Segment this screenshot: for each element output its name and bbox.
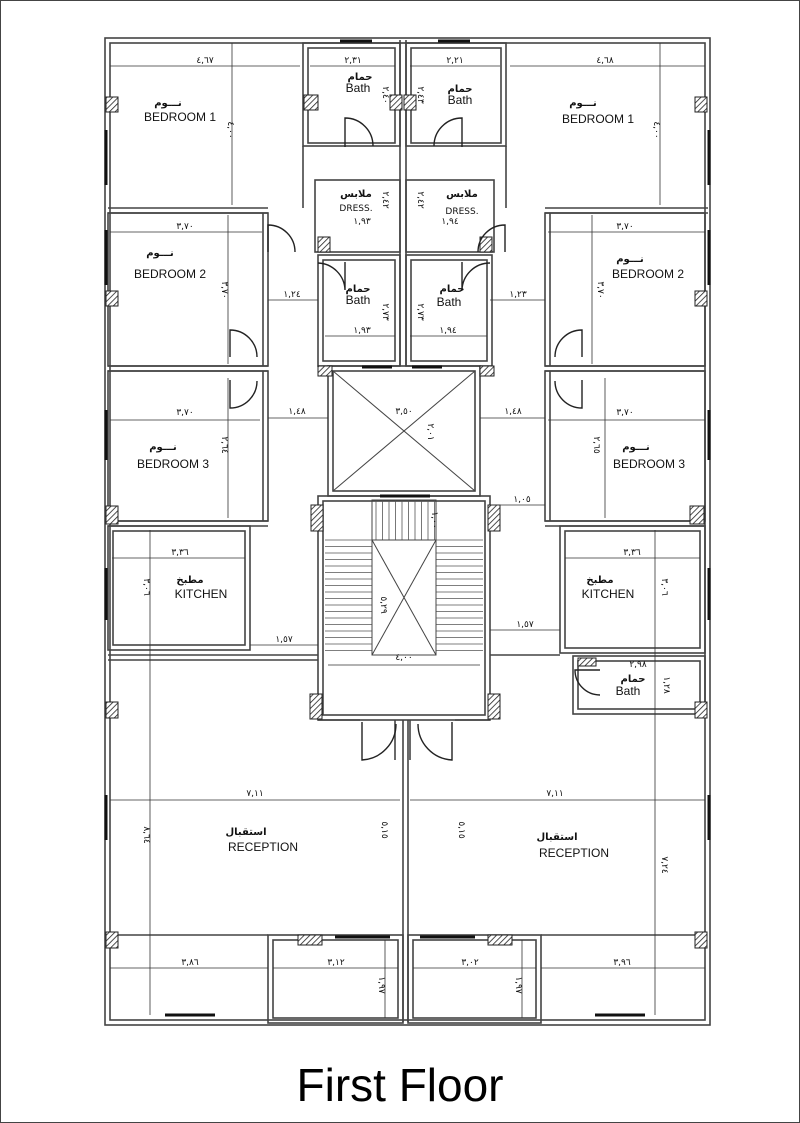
dimension-label: ٢,٤٢ — [380, 191, 390, 209]
room-label-en: Bath — [616, 684, 641, 698]
dimension-label: ٢,٧٣ — [415, 303, 425, 321]
room-label-ar: حمام — [346, 284, 371, 295]
room-label-en: BEDROOM 1 — [562, 112, 634, 126]
dimension-label: ٥,٢٩ — [378, 596, 388, 614]
walls — [104, 37, 711, 1026]
room-label-ar: نـــوم — [622, 442, 650, 453]
dimension-label: ٢,٢١ — [446, 56, 463, 66]
dimension-label: ١,٩٧ — [513, 976, 523, 994]
dimension-label: ٣,٥٠ — [395, 407, 412, 417]
room-label-en: KITCHEN — [582, 587, 635, 601]
room-label-ar: نـــوم — [569, 98, 597, 109]
room-label-en: DRESS. — [339, 204, 372, 214]
dimension-label: ٢,٦٤ — [219, 436, 229, 454]
dimension-label: ١,٩٧ — [376, 976, 386, 994]
dimension-label: ٣,٧٠ — [616, 222, 633, 232]
dimension-label: ٣,٣٦ — [623, 548, 641, 558]
dimension-label: ٤,٦٧ — [196, 56, 214, 66]
room-label-ar: حمام — [348, 72, 373, 83]
dimension-label: ١,٠٠ — [429, 511, 439, 528]
dimension-label: ٧,١١ — [546, 789, 563, 799]
dimension-label: ١,٢٣ — [509, 290, 527, 300]
dimension-labels: ٤,٦٧ ٢,٣١ ٢,٢١ ٤,٦٨ ٤,٠٠ ٤,٠٠ ٢,٤٠ ٢,٤٣ … — [141, 56, 671, 994]
room-label-ar: حمام — [440, 284, 465, 295]
room-labels: نـــوم BEDROOM 1 حمام Bath حمام Bath نــ… — [134, 72, 685, 860]
dimension-label: ٣,٧٠ — [219, 281, 229, 298]
dimension-label: ٣,٩٦ — [613, 958, 631, 968]
doors — [229, 117, 601, 761]
dimension-label: ٧,٢٤ — [659, 856, 669, 874]
dimension-label: ٢,٧٣ — [380, 303, 390, 321]
room-label-en: BEDROOM 2 — [612, 267, 684, 281]
page-title: First Floor — [296, 1059, 504, 1111]
room-label-ar: نـــوم — [616, 254, 644, 265]
room-label-ar: استقبال — [536, 832, 577, 843]
room-label-ar: مطبخ — [586, 575, 613, 586]
dimension-label: ٥,١٥ — [456, 821, 466, 839]
dimension-label: ٢,٤٣ — [415, 86, 425, 104]
dimension-label: ١,٩٤ — [441, 217, 459, 227]
room-label-ar: نـــوم — [146, 248, 174, 259]
dimension-label: ٣,٠٦ — [141, 578, 151, 596]
dimension-label: ١,٢٤ — [283, 290, 301, 300]
room-label-en: RECEPTION — [539, 846, 609, 860]
dimension-label: ٢,٤٠ — [380, 86, 390, 103]
dimension-label: ١,٥٧ — [516, 620, 534, 630]
room-label-ar: ملابس — [446, 189, 478, 200]
dimension-label: ٣,٠٦ — [659, 578, 669, 596]
staircase — [325, 500, 483, 651]
room-label-en: BEDROOM 3 — [137, 457, 209, 471]
room-label-en: Bath — [346, 81, 371, 95]
room-label-ar: مطبخ — [176, 575, 203, 586]
dimension-label: ٧,١١ — [246, 789, 263, 799]
room-label-en: Bath — [448, 93, 473, 107]
room-label-en: BEDROOM 1 — [144, 110, 216, 124]
dimension-label: ٣,٧٠ — [595, 281, 605, 298]
dimension-label: ١,٤٨ — [504, 407, 522, 417]
room-label-ar: حمام — [621, 674, 646, 685]
dimension-label: ٣,٣٦ — [171, 548, 189, 558]
dimension-label: ٢,٦٥ — [591, 436, 601, 454]
room-label-en: KITCHEN — [175, 587, 228, 601]
dimension-label: ١,٥٧ — [275, 635, 293, 645]
dimension-label: ٤,٠٠ — [225, 121, 235, 138]
room-label-ar: ملابس — [340, 189, 372, 200]
dimension-label: ٣,١٢ — [327, 958, 345, 968]
dimension-label: ٣,٠٢ — [461, 958, 479, 968]
room-label-ar: نـــوم — [154, 98, 182, 109]
dimension-label: ١,٩٤ — [439, 326, 457, 336]
void-cross — [332, 370, 476, 656]
dimension-label: ٣,٧٠ — [176, 408, 193, 418]
windows — [104, 39, 711, 1017]
room-label-en: BEDROOM 3 — [613, 457, 685, 471]
dimension-label: ٤,٠٠ — [651, 121, 661, 138]
dimension-label: ٤,٦٨ — [596, 56, 614, 66]
dimension-label: ٢,٩٨ — [629, 660, 647, 670]
room-label-ar: حمام — [448, 84, 473, 95]
dimension-label: ٢,٤٢ — [415, 191, 425, 209]
dimension-label: ٤,٠٠ — [395, 653, 412, 663]
room-label-en: Bath — [346, 293, 371, 307]
room-label-ar: نـــوم — [149, 442, 177, 453]
dimension-label: ١,٩٣ — [353, 326, 371, 336]
dimension-label: ٢,٠١ — [425, 423, 435, 440]
room-label-ar: استقبال — [225, 827, 266, 838]
dimension-label: ٢,٣١ — [344, 56, 361, 66]
dimension-lines — [110, 43, 705, 1018]
dimension-label: ٣,٧٠ — [616, 408, 633, 418]
dimension-label: ١,٢٨ — [661, 676, 671, 694]
dimension-label: ١,٠٥ — [513, 495, 531, 505]
dimension-label: ٣,٨٦ — [181, 958, 199, 968]
dimension-label: ٥,١٥ — [379, 821, 389, 839]
dimension-label: ١,٤٨ — [288, 407, 306, 417]
room-label-en: DRESS. — [445, 207, 478, 217]
dimension-label: ١,٩٣ — [353, 217, 371, 227]
room-label-en: RECEPTION — [228, 840, 298, 854]
room-label-en: BEDROOM 2 — [134, 267, 206, 281]
columns — [105, 94, 708, 949]
dimension-label: ٨,٦٤ — [141, 826, 151, 844]
room-label-en: Bath — [437, 295, 462, 309]
dimension-label: ٣,٧٠ — [176, 222, 193, 232]
